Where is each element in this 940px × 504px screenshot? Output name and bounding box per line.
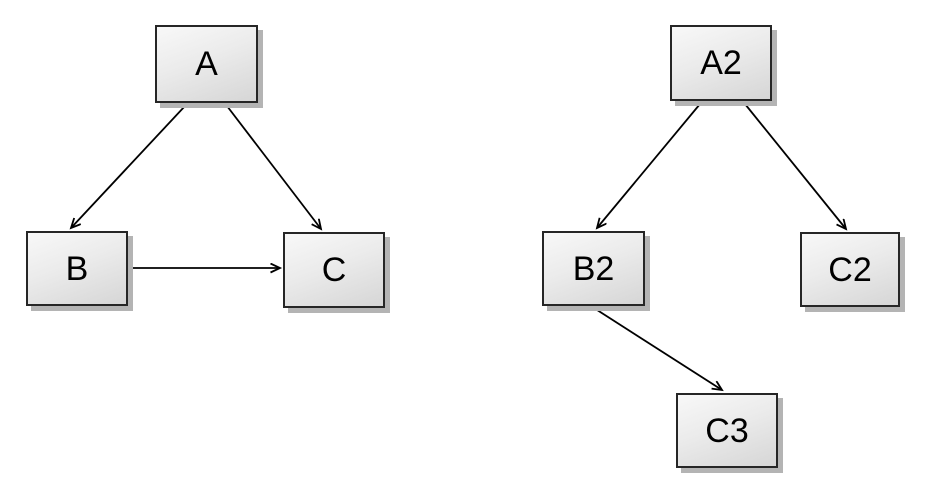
edge-a2-to-b2 bbox=[597, 103, 701, 228]
node-a-label: A bbox=[195, 45, 218, 83]
edge-b2-to-c3 bbox=[593, 307, 722, 390]
node-c3: C3 bbox=[676, 393, 778, 468]
node-b: B bbox=[26, 231, 128, 306]
edge-a2-to-c2 bbox=[744, 103, 846, 229]
node-b2: B2 bbox=[542, 231, 645, 306]
node-a: A bbox=[155, 25, 258, 103]
node-b2-label: B2 bbox=[572, 249, 615, 288]
node-a2-label: A2 bbox=[700, 44, 742, 82]
edge-a-to-b bbox=[71, 105, 186, 228]
node-c: C bbox=[283, 232, 385, 308]
node-c3-label: C3 bbox=[705, 411, 749, 450]
edge-a-to-c bbox=[226, 105, 321, 229]
node-c-label: C bbox=[321, 251, 347, 289]
node-a2: A2 bbox=[670, 25, 772, 101]
node-c2: C2 bbox=[800, 232, 900, 307]
node-b-label: B bbox=[65, 249, 89, 288]
node-c2-label: C2 bbox=[828, 250, 872, 289]
